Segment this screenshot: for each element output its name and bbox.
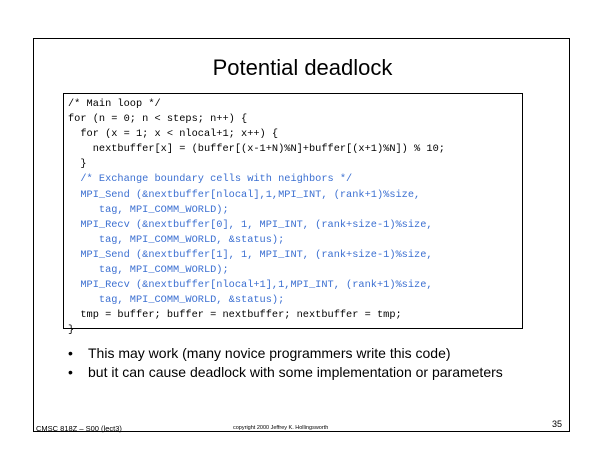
bullet-icon: • [68, 345, 73, 361]
code-line: tag, MPI_COMM_WORLD); [68, 203, 229, 216]
code-line: } [68, 158, 87, 171]
bullet-item: • but it can cause deadlock with some imp… [68, 364, 518, 381]
code-line: for (x = 1; x < nlocal+1; x++) { [68, 128, 279, 141]
code-line: nextbuffer[x] = (buffer[(x-1+N)%N]+buffe… [68, 143, 445, 156]
slide-title: Potential deadlock [212, 55, 393, 80]
footer-course: CMSC 818Z – S00 (lect3) [36, 424, 122, 433]
bullet-item: • This may work (many novice programmers … [68, 345, 518, 362]
code-line: tmp = buffer; buffer = nextbuffer; nextb… [68, 309, 402, 322]
code-line: MPI_Send (&nextbuffer[1], 1, MPI_INT, (r… [68, 248, 433, 261]
code-line: MPI_Send (&nextbuffer[nlocal],1,MPI_INT,… [68, 188, 421, 201]
code-line: /* Main loop */ [68, 98, 161, 110]
code-listing: /* Main loop */ for (n = 0; n < steps; n+… [68, 97, 445, 339]
bullet-list: • This may work (many novice programmers … [68, 345, 518, 383]
code-block: /* Main loop */ for (n = 0; n < steps; n+… [63, 93, 523, 336]
code-line: tag, MPI_COMM_WORLD, &status); [68, 233, 285, 246]
code-line: MPI_Recv (&nextbuffer[0], 1, MPI_INT, (r… [68, 218, 433, 231]
code-line: /* Exchange boundary cells with neighbor… [68, 173, 353, 186]
bullet-text: but it can cause deadlock with some impl… [88, 364, 503, 380]
footer-copyright: copyright 2000 Jeffrey K. Hollingsworth [233, 425, 329, 431]
slide-frame [33, 38, 570, 432]
bullet-icon: • [68, 364, 73, 380]
code-line: tag, MPI_COMM_WORLD, &status); [68, 294, 285, 307]
code-line: MPI_Recv (&nextbuffer[nlocal+1],1,MPI_IN… [68, 279, 433, 292]
page-number: 35 [552, 419, 563, 429]
code-line: tag, MPI_COMM_WORLD); [68, 264, 229, 277]
code-line: for (n = 0; n < steps; n++) { [68, 113, 248, 126]
code-line: } [68, 324, 75, 337]
bullet-text: This may work (many novice programmers w… [88, 345, 451, 361]
